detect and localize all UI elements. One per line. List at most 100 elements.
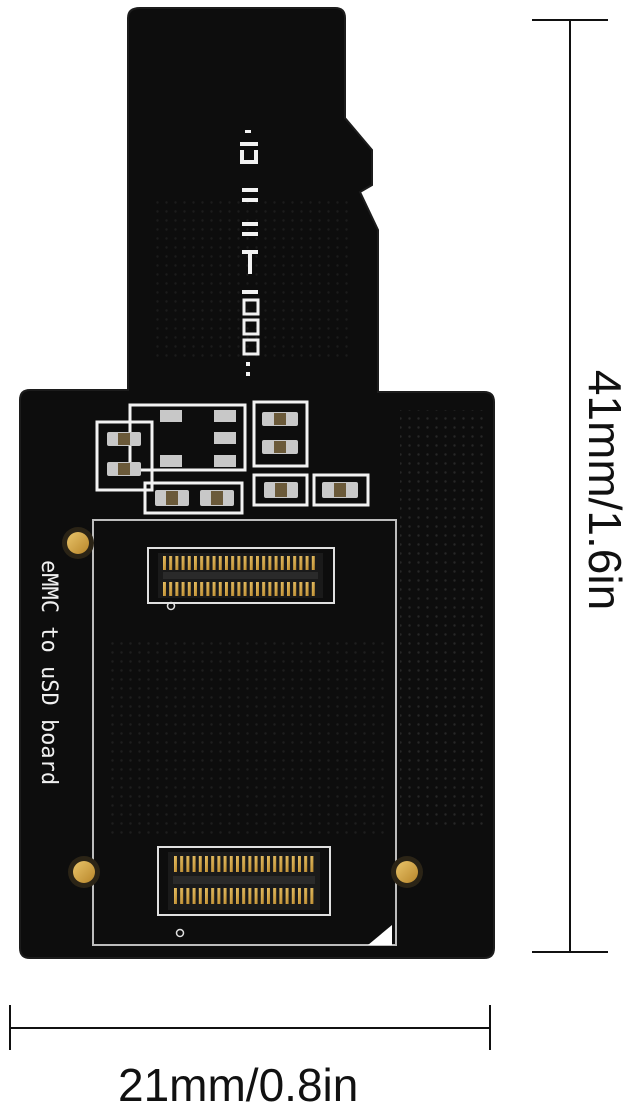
via-field [110, 640, 390, 840]
connector-pin [236, 856, 239, 872]
connector-pin [211, 888, 215, 904]
pin1-marker [368, 925, 392, 945]
height-dimension-line [532, 19, 608, 953]
connector-pin [175, 582, 179, 596]
connector-pin [267, 856, 270, 872]
connector-pin [225, 582, 228, 596]
connector-pin [285, 856, 289, 872]
connector-pin [311, 556, 315, 570]
connector-pin [279, 888, 283, 904]
connector-pin [243, 582, 247, 596]
connector-pin [304, 888, 308, 904]
connector-pin [262, 582, 266, 596]
connector-pin [237, 556, 241, 570]
connector-pin [198, 888, 202, 904]
connector-pin [169, 556, 173, 570]
connector-pin [260, 888, 264, 904]
connector-pin [174, 856, 177, 872]
connector-pin [310, 856, 314, 872]
connector-pin [242, 856, 246, 872]
connector-pin [223, 856, 227, 872]
connector-pin [249, 556, 253, 570]
connector-pin [218, 582, 222, 596]
connector-pin [304, 856, 308, 872]
connector-pin [291, 856, 295, 872]
connector-pin [311, 582, 315, 596]
connector-pin [279, 856, 283, 872]
connector-pin [273, 888, 277, 904]
connector-pin [206, 582, 210, 596]
connector-pin [305, 582, 309, 596]
connector-pin [268, 582, 272, 596]
height-label: 41mm/1.6in [579, 369, 631, 611]
connector-pin [260, 856, 264, 872]
connector-pin [187, 556, 191, 570]
connector-pin [206, 556, 210, 570]
connector-pin [248, 856, 252, 872]
connector-pin [186, 888, 190, 904]
smd-components [95, 400, 370, 515]
connector-pin [236, 888, 239, 904]
connector-pin [267, 888, 270, 904]
connector-pin [187, 582, 191, 596]
connector-pin [274, 582, 278, 596]
connector-pin [211, 856, 215, 872]
connector-pin [248, 888, 252, 904]
connector-pin [249, 582, 253, 596]
connector-pin [163, 556, 166, 570]
connector-pin [280, 582, 284, 596]
connector-pin [174, 888, 177, 904]
mounting-hole [68, 856, 100, 888]
connector-pin [180, 888, 184, 904]
connector-pin [205, 856, 208, 872]
width-dimension-line [9, 1005, 491, 1050]
connector-pin [229, 856, 233, 872]
via-field [400, 410, 485, 830]
connector-pin [217, 856, 221, 872]
connector-pin [273, 856, 277, 872]
connector-pin [212, 582, 216, 596]
connector-pin [254, 888, 258, 904]
connector-pin [229, 888, 233, 904]
connector-pin [299, 582, 303, 596]
connector-pin [217, 888, 221, 904]
connector-pin [192, 888, 196, 904]
connector-pin [231, 582, 235, 596]
mounting-hole [391, 856, 423, 888]
connector-pin [262, 556, 266, 570]
connector-pin [205, 888, 208, 904]
connector-pin [194, 556, 197, 570]
connector-pin [237, 582, 241, 596]
serial-mark [240, 130, 260, 376]
connector-pin [299, 556, 303, 570]
connector-pin [194, 582, 197, 596]
connector-pin [287, 582, 290, 596]
connector-pin [274, 556, 278, 570]
connector-pin [298, 856, 301, 872]
connector-pin [293, 582, 297, 596]
connector-pin [305, 556, 309, 570]
connector-pin [256, 556, 259, 570]
connector-bottom [157, 846, 331, 938]
connector-pin [231, 556, 235, 570]
silk-frame [92, 519, 397, 946]
connector-pin [181, 582, 185, 596]
connector-pin [223, 888, 227, 904]
connector-pin [242, 888, 246, 904]
connector-pin [298, 888, 301, 904]
connector-pin [225, 556, 228, 570]
connector-pin [198, 856, 202, 872]
connector-pin [186, 856, 190, 872]
connector-pin [192, 856, 196, 872]
connector-pin [287, 556, 290, 570]
connector-pin [218, 556, 222, 570]
connector-pin [175, 556, 179, 570]
connector-pin [243, 556, 247, 570]
connector-pin [280, 556, 284, 570]
connector-pin [200, 556, 204, 570]
connector-pin [285, 888, 289, 904]
connector-pin [212, 556, 216, 570]
connector-top [147, 547, 335, 611]
connector-pin [293, 556, 297, 570]
